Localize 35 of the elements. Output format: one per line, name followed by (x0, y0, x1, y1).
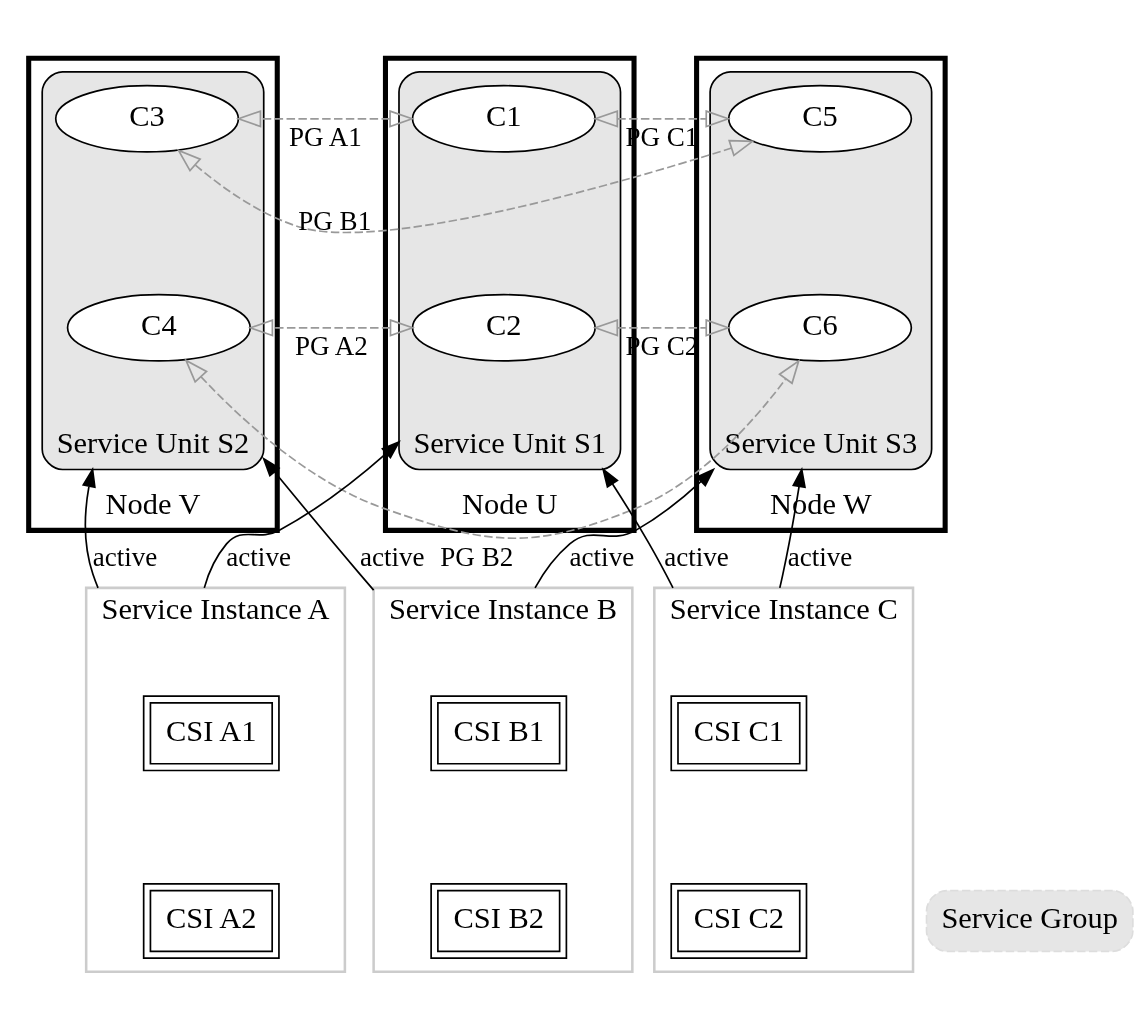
edge-label: PG A2 (294, 330, 368, 361)
arrow (184, 358, 801, 540)
arrow (262, 456, 375, 591)
edge-label: active (569, 541, 635, 572)
node-box: CSI B2 (430, 882, 568, 960)
node-ellipse: C5 (727, 84, 913, 153)
arrow (592, 109, 731, 128)
arrow (235, 109, 415, 128)
node-box: Service Group (925, 889, 1134, 953)
arrow (247, 318, 416, 337)
node-box: CSI C2 (670, 882, 808, 960)
arrow (81, 467, 99, 589)
edge-label: active (226, 541, 291, 572)
arrow (176, 139, 755, 234)
arrow (601, 467, 674, 589)
edge-label: active (787, 541, 853, 572)
edge-label: active (359, 541, 425, 572)
node-box: CSI B1 (430, 695, 568, 772)
edge-label: PG B1 (298, 205, 372, 236)
edge-label: PG A1 (288, 121, 362, 152)
node-box: CSI C1 (670, 695, 808, 772)
edge-label: active (92, 541, 158, 572)
node-ellipse: C3 (54, 84, 240, 153)
arrow (534, 467, 716, 589)
node-box: CSI A2 (142, 882, 280, 960)
edge-label: active (664, 541, 729, 572)
edge-label: PG B2 (440, 541, 514, 572)
arrow (203, 440, 401, 589)
arrow (592, 318, 731, 337)
node-ellipse: C4 (66, 293, 252, 362)
node-ellipse: C2 (411, 293, 596, 362)
node-ellipse: C6 (727, 293, 913, 362)
node-ellipse: C1 (411, 84, 596, 153)
node-box: CSI A1 (142, 695, 280, 772)
arrow (778, 467, 806, 589)
